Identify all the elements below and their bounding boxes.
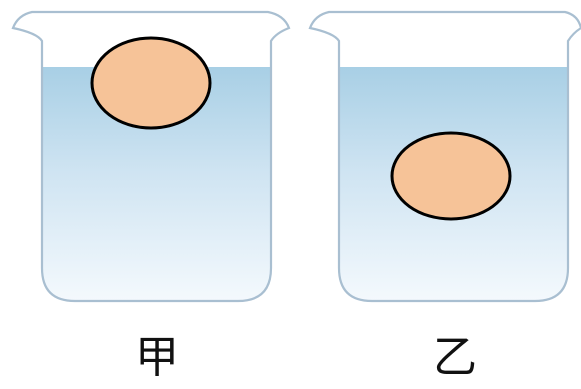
right-beaker [308,10,581,303]
left-water [42,67,271,301]
left-egg [90,36,212,130]
left-beaker-outline [11,10,291,303]
label-left: 甲 [135,332,179,383]
right-beaker-outline [308,10,581,303]
label-right: 乙 [433,332,477,383]
left-beaker [11,10,291,303]
right-egg [390,131,512,221]
